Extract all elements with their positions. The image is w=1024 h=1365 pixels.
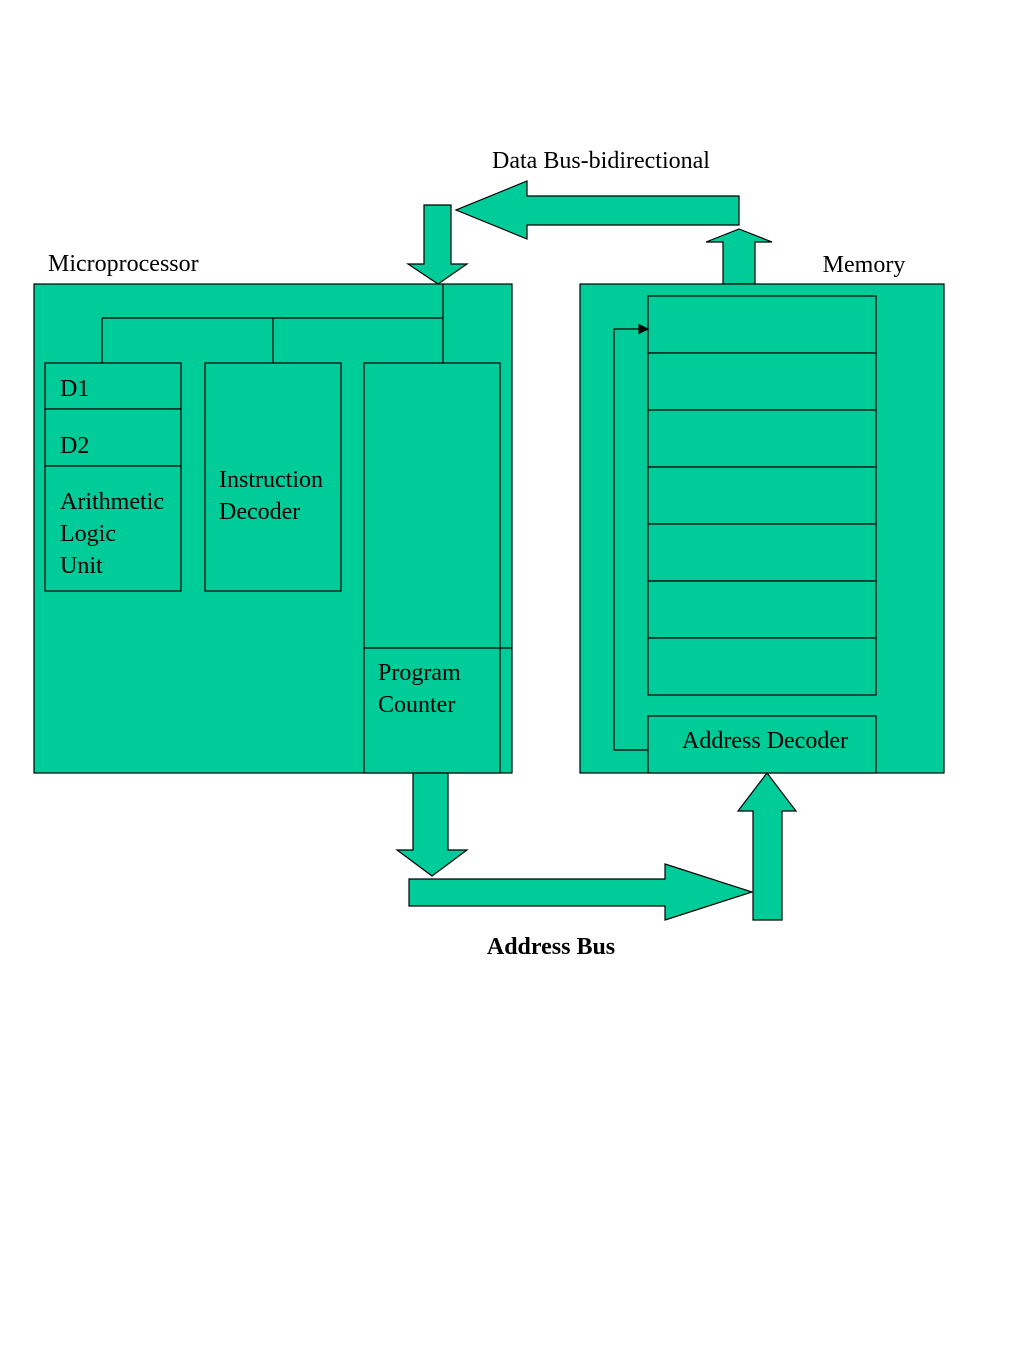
- data-bus-label: Data Bus-bidirectional: [492, 148, 710, 174]
- memory-cell: [647, 580, 877, 639]
- address-bus-arrow: [395, 772, 798, 921]
- address-decoder: Address Decoder: [647, 715, 877, 774]
- d1-label: D1: [60, 376, 89, 402]
- memory-cell: [647, 637, 877, 696]
- memory-cell: [647, 295, 877, 354]
- address-bus-label: Address Bus: [487, 934, 615, 960]
- microprocessor-label: Microprocessor: [48, 251, 199, 277]
- program-counter-line2: Counter: [378, 692, 455, 718]
- instruction-decoder-line2: Decoder: [219, 499, 300, 525]
- alu-label-line2: Logic: [60, 521, 116, 547]
- data-bus-arrow: [406, 180, 773, 285]
- register-column-box: [363, 362, 501, 774]
- alu-column: D1 D2 Arithmetic Logic Unit: [44, 362, 182, 592]
- memory-cell: [647, 352, 877, 411]
- alu-label-line3: Unit: [60, 553, 103, 579]
- address-decoder-label: Address Decoder: [682, 728, 848, 754]
- program-counter-line1: Program: [378, 660, 461, 686]
- memory-cells: [647, 295, 877, 696]
- instruction-decoder-line1: Instruction: [219, 467, 323, 493]
- d2-register: [44, 408, 182, 467]
- memory-cell: [647, 523, 877, 582]
- d2-label: D2: [60, 433, 89, 459]
- internal-bus-lines: [101, 284, 444, 363]
- alu-label-line1: Arithmetic: [60, 489, 164, 515]
- memory-cell: [647, 466, 877, 525]
- decoder-feedback-arrow: [613, 323, 650, 751]
- memory-label: Memory: [823, 252, 906, 278]
- memory-cell: [647, 409, 877, 468]
- instruction-decoder-box: [204, 362, 342, 592]
- alu-box: [44, 465, 182, 592]
- address-decoder-box: [647, 715, 877, 774]
- instruction-decoder: Instruction Decoder: [204, 362, 342, 592]
- program-counter-column: Program Counter: [363, 362, 512, 774]
